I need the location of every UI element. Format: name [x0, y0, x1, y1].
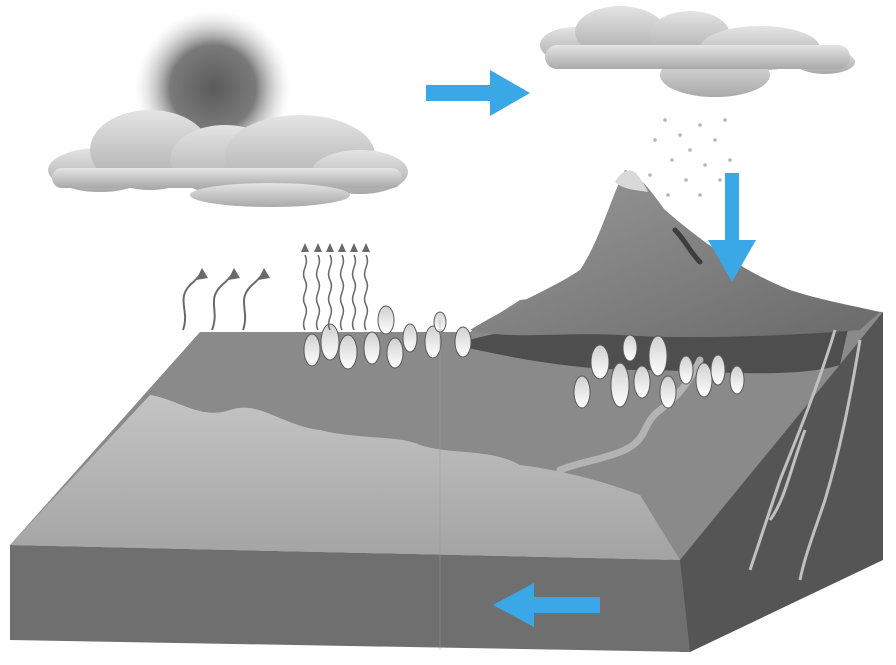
evaporation-arrows [182, 268, 270, 331]
cloud-left [48, 110, 408, 207]
wind-arrow [426, 70, 530, 116]
ground-block-side [660, 312, 883, 652]
mountain-ridge [672, 227, 703, 265]
ground-block-front [10, 545, 690, 652]
rain-drops [648, 118, 732, 197]
ocean [10, 395, 680, 560]
transpiration-arrows [302, 254, 369, 331]
mountain [470, 170, 880, 338]
mountain-snowcap [615, 170, 648, 192]
rock-strata [748, 329, 862, 581]
precipitation-arrow [708, 173, 756, 282]
tree-group [303, 305, 745, 409]
transpiration-arrowheads [301, 243, 370, 252]
groundwater-arrow [493, 583, 600, 627]
cloud-right [540, 6, 855, 97]
river [556, 356, 704, 474]
